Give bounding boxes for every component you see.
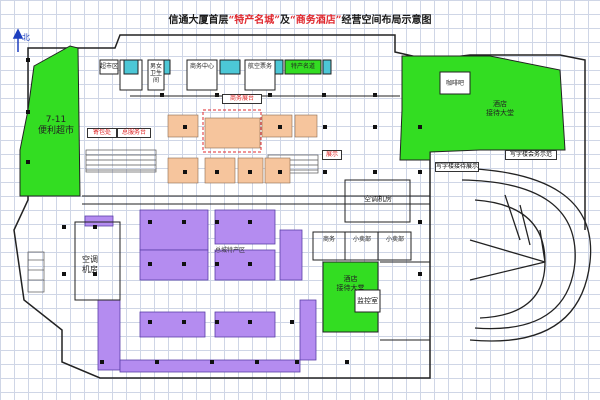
title-red1: “特产名城” xyxy=(228,15,280,26)
purple-stalls xyxy=(84,209,317,373)
lower-hotel-lobby-label: 酒店 接待大堂 xyxy=(336,275,365,292)
luggage-label: 寄包处 xyxy=(87,128,117,138)
shop-right-label: 小卖部 xyxy=(385,236,404,243)
toilet-left-label: 商务 xyxy=(322,236,335,243)
convenience-store-zone xyxy=(19,45,81,197)
top-shops xyxy=(99,59,332,91)
red-box2-label: 展示 xyxy=(322,150,342,160)
convenience-store-label: 7-11 便利超市 xyxy=(37,115,74,136)
ramp-hall-label: 写字楼接待展示 xyxy=(435,162,479,172)
coffee-label: 咖啡吧 xyxy=(445,80,464,87)
title-prefix: 信通大厦首层 xyxy=(168,15,229,26)
road-sign-label: 写字楼会务示范 xyxy=(505,150,557,160)
rotunda xyxy=(451,167,592,342)
title-mid: 及 xyxy=(280,15,290,26)
orange-stalls xyxy=(167,114,318,184)
red-box1-label: 商务展台 xyxy=(222,94,262,104)
page-title: 信通大厦首层“特产名城”及“商务酒店”经营空间布局示意图 xyxy=(120,11,480,26)
market-label: 总城特产区 xyxy=(214,247,245,254)
vip-label: 商务中心 xyxy=(189,63,214,70)
hotel-lobby-label: 酒店 接待大堂 xyxy=(486,100,514,117)
north-label: 北 xyxy=(22,33,30,42)
service-desk-label: 总服务台 xyxy=(117,128,151,138)
pillars xyxy=(26,58,422,364)
ac-room-left-label: 空调机房 xyxy=(82,255,98,274)
coffee-bar-box xyxy=(439,71,471,95)
supermarket-label: 超市区 xyxy=(100,63,119,70)
green-zones xyxy=(19,45,566,333)
specialty-road-zone xyxy=(284,59,322,75)
airline-label: 航空票务 xyxy=(247,63,272,70)
specialty-road-label: 特产名道 xyxy=(290,63,315,70)
ac-room-mid-label: 空调机房 xyxy=(364,195,392,203)
toilet-label: 男女卫生间 xyxy=(149,63,162,84)
north-arrow-icon xyxy=(12,28,24,52)
security-label: 监控室 xyxy=(357,297,378,305)
interior-walls xyxy=(74,95,431,341)
title-red2: “商务酒店” xyxy=(290,15,342,26)
title-suffix: 经营空间布局示意图 xyxy=(341,15,432,26)
security-box xyxy=(354,289,381,313)
shop-mid-label: 小卖部 xyxy=(352,236,371,243)
